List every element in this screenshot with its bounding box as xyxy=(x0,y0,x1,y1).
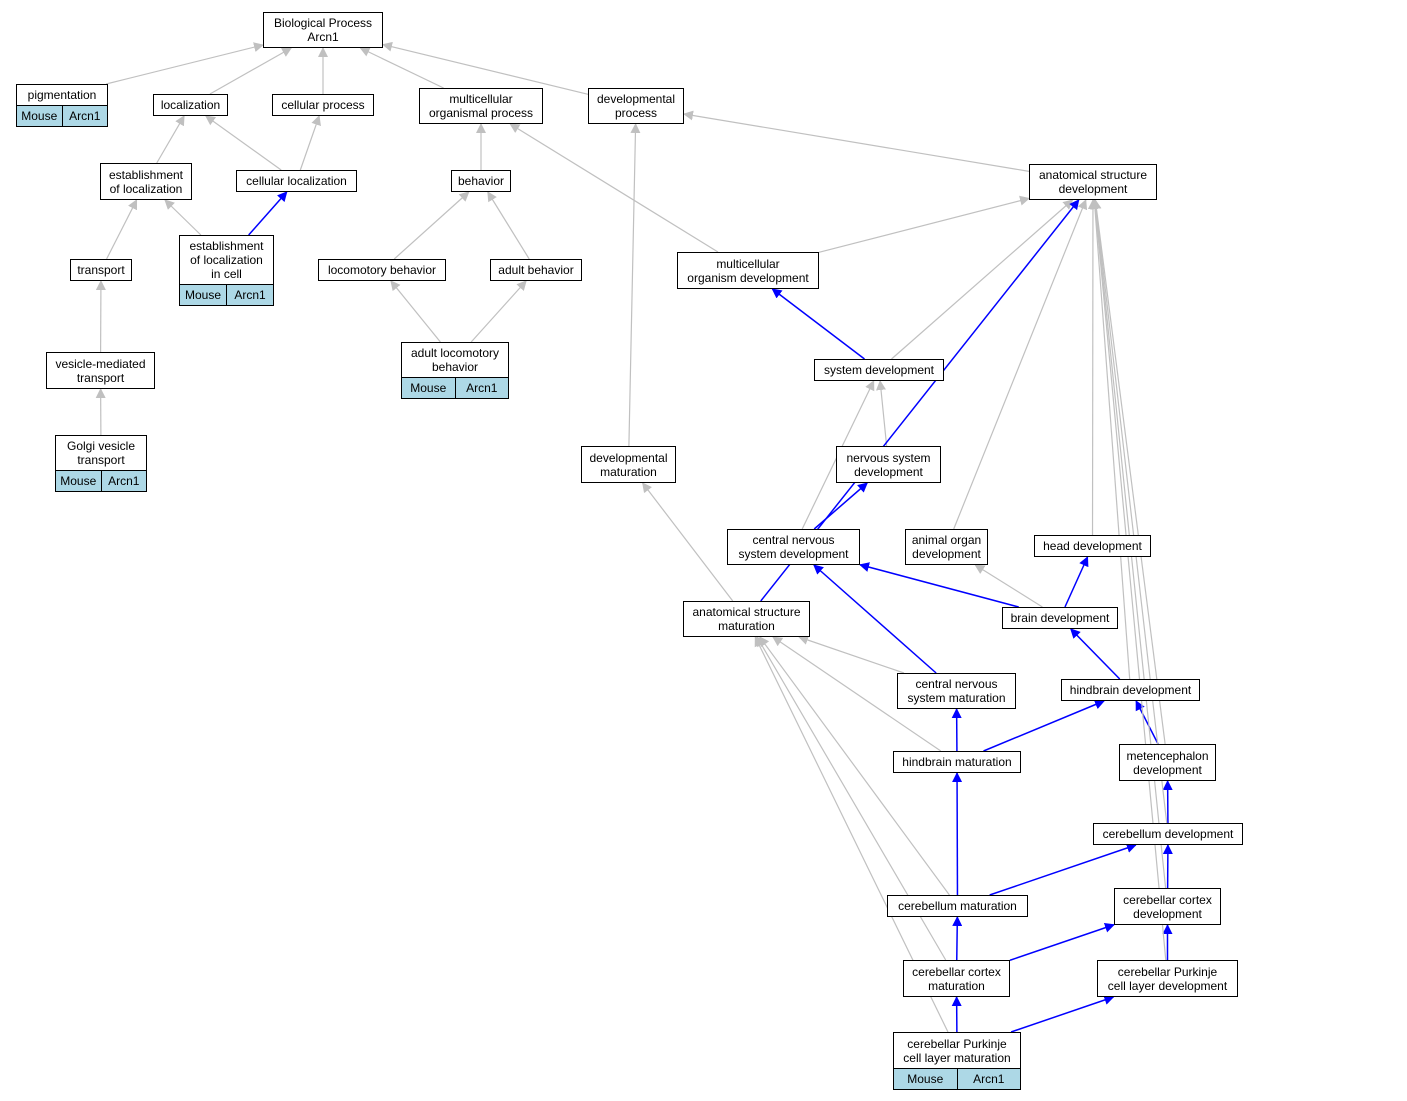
edge-multicellular-organism-development-to-anatomical-structure-development xyxy=(818,195,1030,253)
edge-hindbrain-maturation-to-anatomical-structure-maturation xyxy=(772,636,942,752)
edge-establishment-of-localization-to-localization xyxy=(156,115,185,164)
annotation-gene[interactable]: Arcn1 xyxy=(62,106,108,127)
edge-anatomical-structure-development-to-developmental-process xyxy=(683,110,1030,172)
annotation-organism[interactable]: Mouse xyxy=(16,106,63,127)
edge-metencephalon-development-to-hindbrain-development xyxy=(1135,700,1159,745)
edge-developmental-process-to-bp xyxy=(382,41,589,95)
edge-brain-development-to-cns-development xyxy=(859,562,1019,608)
edge-cerebellum-development-to-anatomical-structure-development xyxy=(1091,199,1168,824)
node-hindbrain-maturation[interactable]: hindbrain maturation xyxy=(893,751,1021,773)
annotation-pigmentation: Mouse Arcn1 xyxy=(16,106,108,127)
edge-nervous-system-development-to-system-development xyxy=(876,380,888,447)
annotation-organism[interactable]: Mouse xyxy=(893,1069,958,1090)
annotation-gene[interactable]: Arcn1 xyxy=(101,471,147,492)
edge-cns-maturation-to-cns-development xyxy=(813,564,937,674)
node-golgi-vesicle-transport[interactable]: Golgi vesicle transport xyxy=(55,435,147,471)
edge-adult-behavior-to-behavior xyxy=(487,191,530,260)
node-head-development[interactable]: head development xyxy=(1034,535,1151,557)
edge-cns-development-to-nervous-system-development xyxy=(813,482,868,530)
node-cerebellum-development[interactable]: cerebellum development xyxy=(1093,823,1243,845)
node-multicellular-organism-development[interactable]: multicellular organism development xyxy=(677,252,819,289)
node-anatomical-structure-maturation[interactable]: anatomical structure maturation xyxy=(683,601,810,637)
edge-system-development-to-multicellular-organism-development xyxy=(771,288,865,360)
edge-localization-to-bp xyxy=(209,47,293,95)
edge-brain-development-to-head-development xyxy=(1064,556,1089,608)
node-establishment-of-localization-in-cell[interactable]: establishment of localization in cell xyxy=(179,235,274,285)
node-cerebellum-maturation[interactable]: cerebellum maturation xyxy=(887,895,1028,917)
edge-pigmentation-to-bp xyxy=(106,42,264,85)
edge-multicellular-organism-development-to-multicellular-organismal-process xyxy=(509,123,719,253)
edge-cns-maturation-to-anatomical-structure-maturation xyxy=(798,635,905,674)
node-pigmentation[interactable]: pigmentation xyxy=(16,84,108,106)
edge-cerebellar-cortex-maturation-to-cerebellum-maturation xyxy=(952,916,963,961)
node-vesicle-mediated-transport[interactable]: vesicle-mediated transport xyxy=(46,352,155,389)
node-cellular-process[interactable]: cellular process xyxy=(272,94,374,116)
edge-brain-development-to-animal-organ-development xyxy=(974,564,1043,608)
edge-hindbrain-development-to-anatomical-structure-development xyxy=(1090,199,1131,680)
annotation-golgi-vesicle-transport: Mouse Arcn1 xyxy=(55,471,147,492)
annotation-gene[interactable]: Arcn1 xyxy=(455,378,509,399)
annotation-organism[interactable]: Mouse xyxy=(55,471,102,492)
node-adult-behavior[interactable]: adult behavior xyxy=(490,259,582,281)
node-cerebellar-purkinje-cell-layer-maturation[interactable]: cerebellar Purkinje cell layer maturatio… xyxy=(893,1032,1021,1069)
edge-establishment-of-localization-in-cell-to-cellular-localization xyxy=(248,191,288,236)
edge-cerebellar-purkinje-cell-layer-development-to-anatomical-structure-development xyxy=(1090,199,1167,961)
edge-adult-locomotory-behavior-to-locomotory-behavior xyxy=(390,280,441,343)
edge-anatomical-structure-maturation-to-developmental-maturation xyxy=(642,482,734,602)
node-establishment-of-localization[interactable]: establishment of localization xyxy=(100,163,192,200)
node-nervous-system-development[interactable]: nervous system development xyxy=(836,446,941,483)
edge-cellular-localization-to-cellular-process xyxy=(299,115,321,171)
node-brain-development[interactable]: brain development xyxy=(1002,607,1118,629)
annotation-cerebellar-purkinje-cell-layer-maturation: Mouse Arcn1 xyxy=(893,1069,1021,1090)
edge-cellular-localization-to-localization xyxy=(205,115,282,171)
node-hindbrain-development[interactable]: hindbrain development xyxy=(1061,679,1200,701)
node-adult-locomotory-behavior[interactable]: adult locomotory behavior xyxy=(401,342,509,378)
edge-system-development-to-anatomical-structure-development xyxy=(891,199,1074,360)
node-anatomical-structure-development[interactable]: anatomical structure development xyxy=(1029,164,1157,200)
edge-adult-locomotory-behavior-to-adult-behavior xyxy=(470,280,527,343)
edge-transport-to-establishment-of-localization xyxy=(106,199,138,260)
annotation-adult-locomotory-behavior: Mouse Arcn1 xyxy=(401,378,509,399)
node-transport[interactable]: transport xyxy=(70,259,132,281)
node-behavior[interactable]: behavior xyxy=(451,170,511,192)
node-animal-organ-development[interactable]: animal organ development xyxy=(905,529,988,565)
node-cerebellar-cortex-maturation[interactable]: cerebellar cortex maturation xyxy=(903,960,1010,997)
edge-developmental-maturation-to-developmental-process xyxy=(628,123,641,447)
annotation-gene[interactable]: Arcn1 xyxy=(957,1069,1021,1090)
node-multicellular-organismal-process[interactable]: multicellular organismal process xyxy=(419,88,543,124)
node-system-development[interactable]: system development xyxy=(814,359,944,381)
node-developmental-process[interactable]: developmental process xyxy=(588,88,684,124)
edge-multicellular-organismal-process-to-bp xyxy=(359,47,444,89)
node-localization[interactable]: localization xyxy=(153,94,228,116)
node-cellular-localization[interactable]: cellular localization xyxy=(236,170,357,192)
annotation-establishment-of-localization-in-cell: Mouse Arcn1 xyxy=(179,285,274,306)
node-biological-process[interactable]: Biological Process Arcn1 xyxy=(263,12,383,48)
node-cerebellar-purkinje-cell-layer-development[interactable]: cerebellar Purkinje cell layer developme… xyxy=(1097,960,1238,997)
annotation-organism[interactable]: Mouse xyxy=(401,378,456,399)
node-cerebellar-cortex-development[interactable]: cerebellar cortex development xyxy=(1114,888,1221,925)
node-central-nervous-system-development[interactable]: central nervous system development xyxy=(727,529,860,565)
edge-cerebellar-purkinje-cell-layer-maturation-to-cerebellar-purkinje-cell-layer-development xyxy=(1010,995,1115,1033)
node-locomotory-behavior[interactable]: locomotory behavior xyxy=(318,259,446,281)
edge-metencephalon-development-to-anatomical-structure-development xyxy=(1091,199,1166,745)
edge-hindbrain-maturation-to-hindbrain-development xyxy=(983,699,1105,752)
edge-establishment-of-localization-in-cell-to-establishment-of-localization xyxy=(164,199,202,236)
annotation-gene[interactable]: Arcn1 xyxy=(227,285,274,306)
edge-cerebellar-cortex-maturation-to-cerebellar-cortex-development xyxy=(1009,922,1115,961)
edge-cerebellum-maturation-to-anatomical-structure-maturation xyxy=(759,636,950,896)
edge-cerebellum-maturation-to-cerebellum-development xyxy=(989,843,1137,896)
annotation-organism[interactable]: Mouse xyxy=(179,285,227,306)
edge-locomotory-behavior-to-behavior xyxy=(393,191,470,260)
edge-hindbrain-development-to-brain-development xyxy=(1070,628,1121,680)
edge-animal-organ-development-to-anatomical-structure-development xyxy=(953,199,1088,530)
node-metencephalon-development[interactable]: metencephalon development xyxy=(1119,744,1216,781)
node-developmental-maturation[interactable]: developmental maturation xyxy=(581,446,676,483)
node-central-nervous-system-maturation[interactable]: central nervous system maturation xyxy=(897,673,1016,709)
